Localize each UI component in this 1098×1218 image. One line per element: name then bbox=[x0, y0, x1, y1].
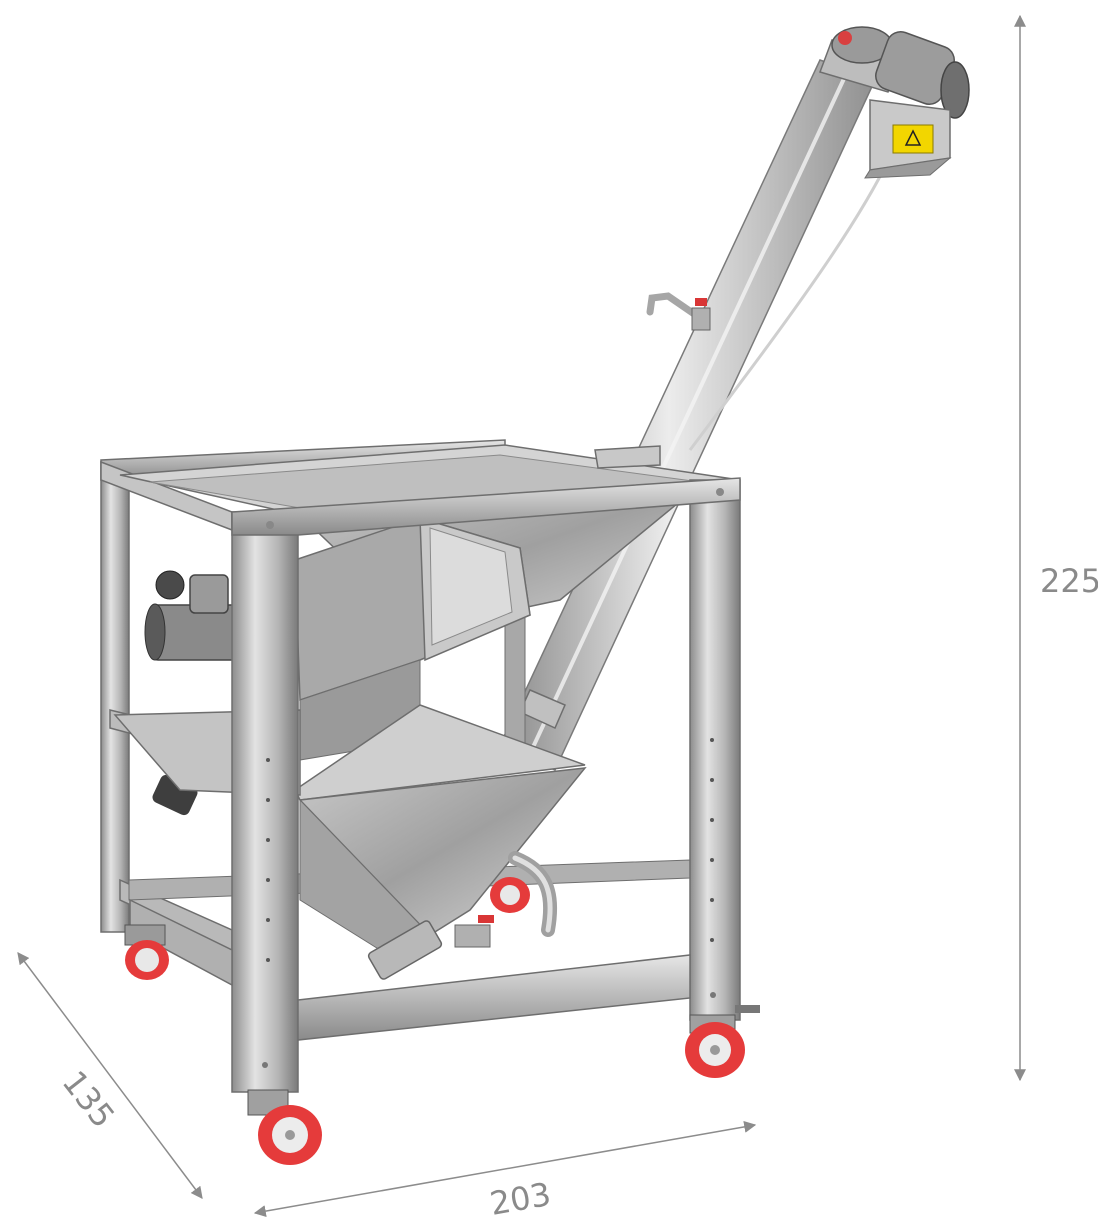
top-drive-motor bbox=[831, 26, 970, 119]
discharge-chute bbox=[864, 99, 952, 179]
caster-wheels bbox=[124, 877, 760, 1165]
wheel-front-right bbox=[685, 1005, 760, 1078]
warning-label bbox=[892, 124, 934, 154]
dimension-height: 225 bbox=[1014, 14, 1098, 1082]
dimension-depth: 135 bbox=[17, 952, 203, 1199]
height-label: 225 bbox=[1040, 562, 1098, 600]
hopper-outlet bbox=[367, 851, 558, 980]
wheel-back-left bbox=[124, 924, 169, 980]
frame-front bbox=[129, 477, 741, 1093]
screw-conveyor bbox=[498, 26, 970, 771]
tube-valve bbox=[646, 292, 711, 331]
depth-label: 135 bbox=[55, 1064, 123, 1136]
wheel-front-left bbox=[247, 1089, 322, 1165]
wheel-back-right bbox=[490, 877, 530, 913]
width-label: 203 bbox=[487, 1175, 554, 1218]
dimension-width: 203 bbox=[253, 1120, 757, 1218]
